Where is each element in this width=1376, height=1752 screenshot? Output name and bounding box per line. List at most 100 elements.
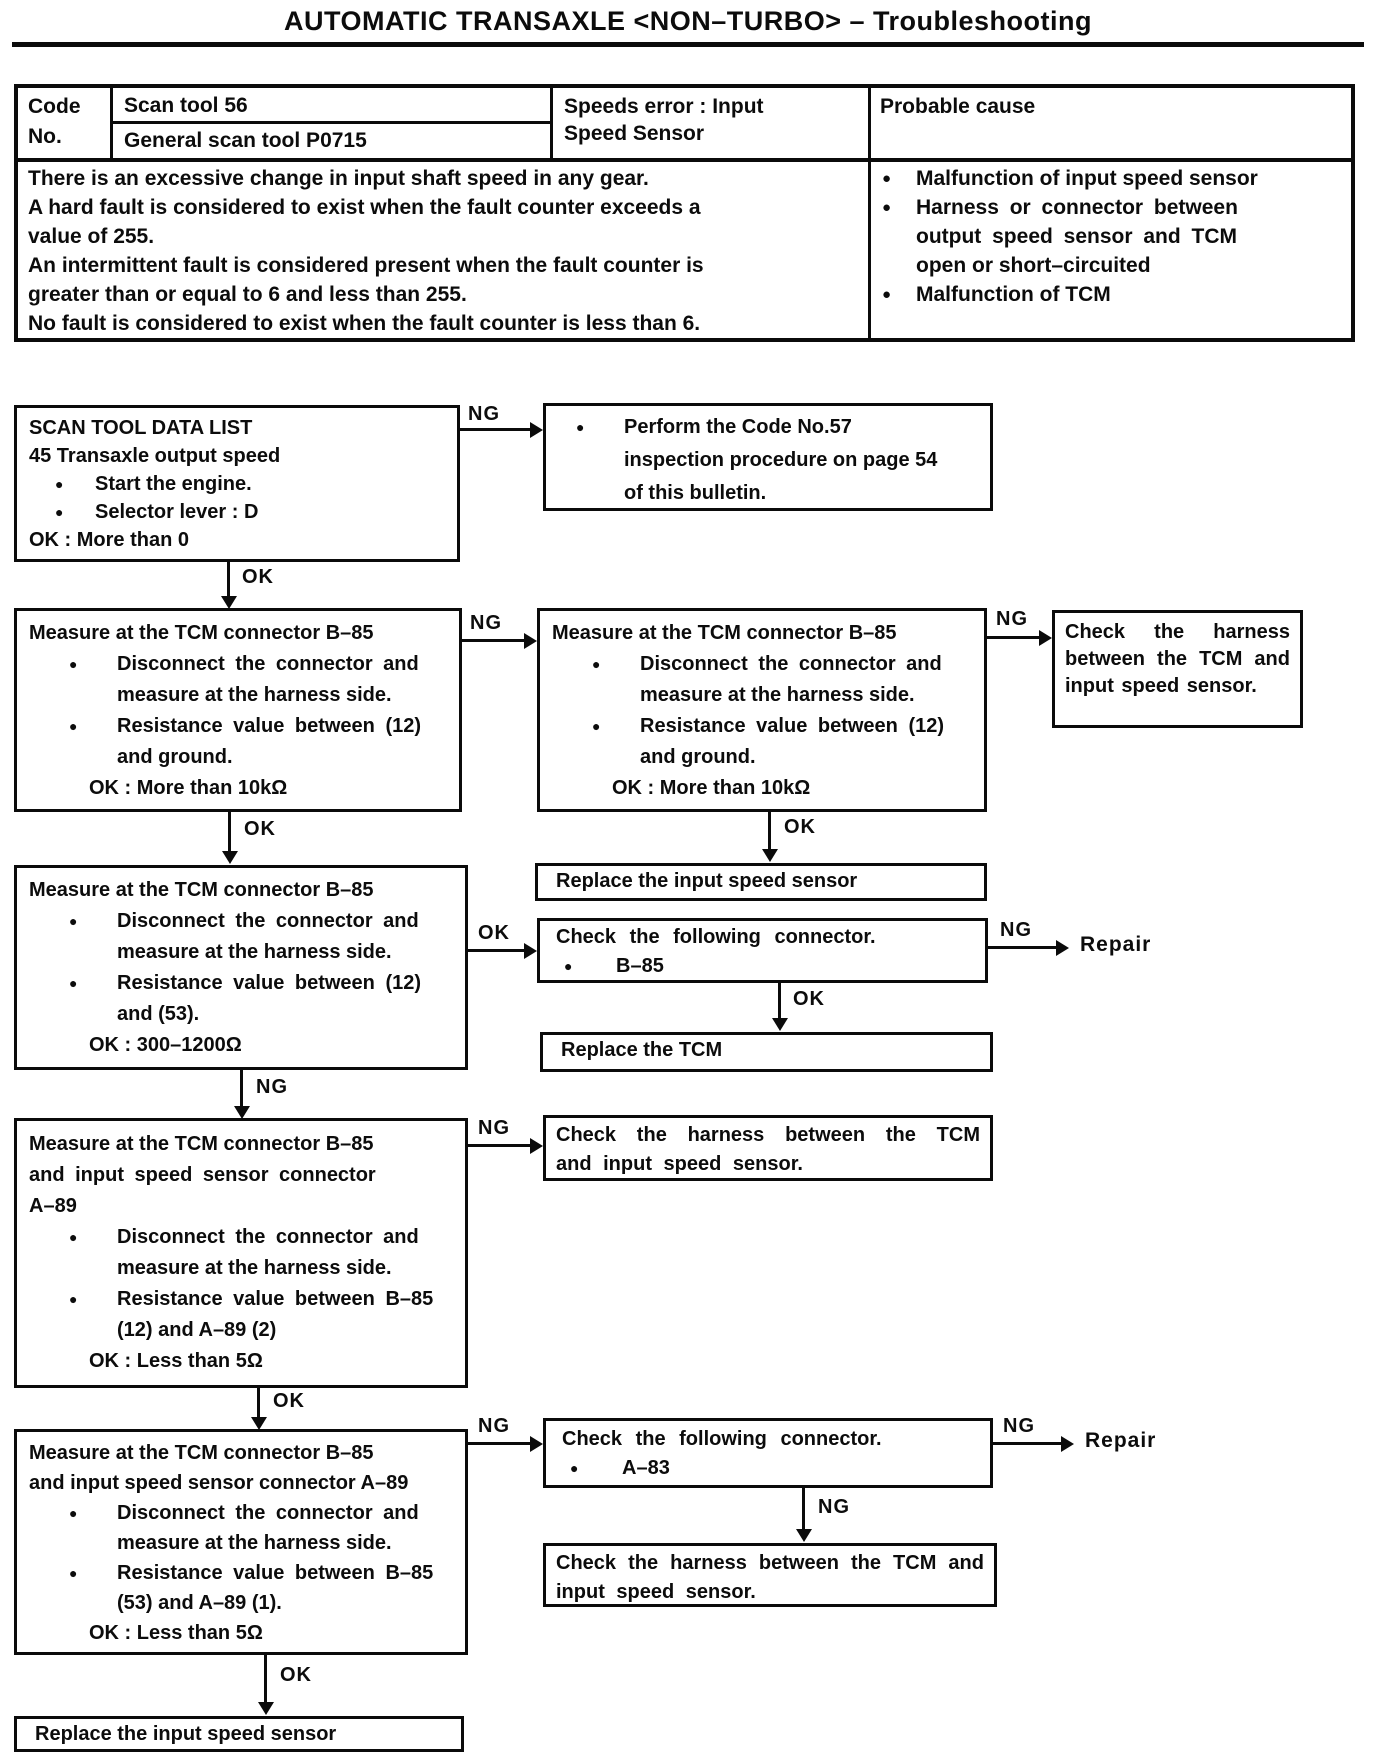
flow-box-scan-tool-data-list: SCAN TOOL DATA LIST 45 Transaxle output …	[14, 405, 460, 562]
error-name-line2: Speed Sensor	[564, 122, 705, 145]
box-line: measure at the harness side.	[117, 1257, 392, 1279]
cause-item-cont: output speed sensor and TCM	[916, 225, 1238, 248]
flow-box-replace-tcm: Replace the TCM	[540, 1032, 993, 1072]
arrow-a-c	[227, 562, 230, 598]
box-line: and ground.	[117, 746, 233, 768]
arrowhead-l-m	[530, 1436, 543, 1452]
bullet-icon	[69, 1284, 77, 1315]
flow-box-check-connector-a83: Check the following connector. A–83	[543, 1418, 993, 1488]
bullet-icon	[592, 711, 600, 742]
arrowhead-a-b	[530, 422, 543, 438]
box-title: Check the following connector.	[556, 926, 876, 948]
arrow-j-l	[257, 1388, 260, 1419]
box-ok-criteria: OK : Less than 5Ω	[89, 1622, 263, 1644]
edge-label-d-e: NG	[996, 608, 1028, 630]
description-line: No fault is considered to exist when the…	[28, 312, 701, 335]
box-bullet-line: B–85	[540, 952, 985, 981]
arrowhead-j-k	[530, 1138, 543, 1154]
bullet-icon	[55, 498, 63, 526]
edge-label-c-f: OK	[244, 818, 276, 840]
code-no-header-line2: No.	[28, 125, 62, 148]
bullet-icon	[55, 470, 63, 498]
box-title-cont: and input speed sensor connector	[29, 1164, 376, 1186]
repair-label-1: Repair	[1080, 933, 1152, 956]
box-ok-criteria: OK : 300–1200Ω	[89, 1034, 242, 1056]
bullet-icon	[69, 649, 77, 680]
box-title: Measure at the TCM connector B–85	[29, 1133, 374, 1155]
arrowhead-l-o	[258, 1702, 274, 1715]
code-no-header: Code	[28, 95, 81, 118]
box-title: Measure at the TCM connector B–85	[29, 622, 374, 644]
edge-label-c-d: NG	[470, 612, 502, 634]
edge-label-m-n: NG	[818, 1496, 850, 1518]
arrowhead-d-g	[762, 849, 778, 862]
arrow-f-j	[240, 1070, 243, 1108]
box-bullet-line: Resistance value between (12)	[17, 711, 459, 742]
arrowhead-c-d	[524, 633, 537, 649]
box-title-cont: A–89	[29, 1195, 77, 1217]
arrow-d-g	[768, 812, 771, 851]
arrow-h-repair	[988, 946, 1058, 949]
arrowhead-f-h	[524, 943, 537, 959]
edge-label-l-m: NG	[478, 1415, 510, 1437]
cause-item: Harness or connector between	[878, 193, 1343, 222]
flow-box-measure-b85-a89-53-1: Measure at the TCM connector B–85 and in…	[14, 1429, 468, 1655]
flow-box-check-harness-1: Check the harness between the TCM and in…	[1052, 610, 1303, 728]
box-title: Check the harness between the TCM and in…	[556, 1124, 980, 1175]
arrow-h-i	[778, 983, 781, 1020]
box-line: measure at the harness side.	[117, 684, 392, 706]
arrowhead-j-l	[251, 1417, 267, 1430]
bullet-icon	[69, 968, 77, 999]
bullet-icon	[882, 164, 891, 193]
box-title: Measure at the TCM connector B–85	[552, 622, 897, 644]
edge-label-j-k: NG	[478, 1117, 510, 1139]
cause-item-cont: open or short–circuited	[916, 254, 1151, 277]
box-bullet-line: Perform the Code No.57	[546, 411, 990, 444]
description-line: There is an excessive change in input sh…	[28, 167, 649, 190]
box-ok-criteria: OK : More than 10kΩ	[89, 777, 288, 799]
arrowhead-m-repair	[1061, 1436, 1074, 1452]
page-title: AUTOMATIC TRANSAXLE <NON–TURBO> – Troubl…	[283, 6, 1093, 36]
box-title: Check the harness between the TCM and in…	[556, 1552, 984, 1603]
box-bullet-line: Resistance value between B–85	[17, 1284, 465, 1315]
edge-label-h-i: OK	[793, 988, 825, 1010]
flow-box-replace-input-speed-sensor-1: Replace the input speed sensor	[535, 863, 987, 901]
description-line: value of 255.	[28, 225, 155, 248]
bullet-icon	[69, 1498, 77, 1528]
box-line: 45 Transaxle output speed	[29, 445, 281, 467]
bullet-icon	[69, 906, 77, 937]
edge-label-j-l: OK	[273, 1390, 305, 1412]
arrow-l-m	[468, 1442, 532, 1445]
bullet-icon	[564, 952, 572, 981]
bullet-icon	[69, 1222, 77, 1253]
bullet-icon	[882, 193, 891, 222]
flow-box-measure-b85-53: Measure at the TCM connector B–85 Discon…	[14, 865, 468, 1070]
box-line: measure at the harness side.	[640, 684, 915, 706]
edge-label-a-c: OK	[242, 566, 274, 588]
box-bullet-line: Disconnect the connector and	[17, 649, 459, 680]
box-title: Replace the TCM	[561, 1039, 723, 1061]
table-hline-scan	[113, 121, 550, 124]
bullet-icon	[576, 411, 584, 444]
flow-box-perform-code-57: Perform the Code No.57 inspection proced…	[543, 403, 993, 511]
flow-box-check-connector-b85: Check the following connector. B–85	[537, 918, 988, 983]
arrow-f-h	[468, 949, 526, 952]
description-line: An intermittent fault is considered pres…	[28, 254, 704, 277]
box-title: Check the following connector.	[562, 1428, 882, 1450]
fault-description: There is an excessive change in input sh…	[28, 164, 858, 338]
box-ok-criteria: OK : More than 0	[29, 529, 190, 551]
edge-label-f-h: OK	[478, 922, 510, 944]
code-table: Code No. Scan tool 56 General scan tool …	[14, 84, 1355, 342]
box-bullet-line: Resistance value between B–85	[17, 1558, 465, 1588]
arrowhead-m-n	[796, 1529, 812, 1542]
box-line: and (53).	[117, 1003, 200, 1025]
bullet-icon	[570, 1454, 578, 1483]
arrowhead-c-f	[222, 851, 238, 864]
edge-label-h-repair: NG	[1000, 919, 1032, 941]
box-line: and ground.	[640, 746, 756, 768]
box-ok-criteria: OK : More than 10kΩ	[612, 777, 811, 799]
arrow-m-repair	[993, 1442, 1063, 1445]
box-title-cont: and input speed sensor connector A–89	[29, 1472, 409, 1494]
box-bullet-line: Disconnect the connector and	[540, 649, 984, 680]
